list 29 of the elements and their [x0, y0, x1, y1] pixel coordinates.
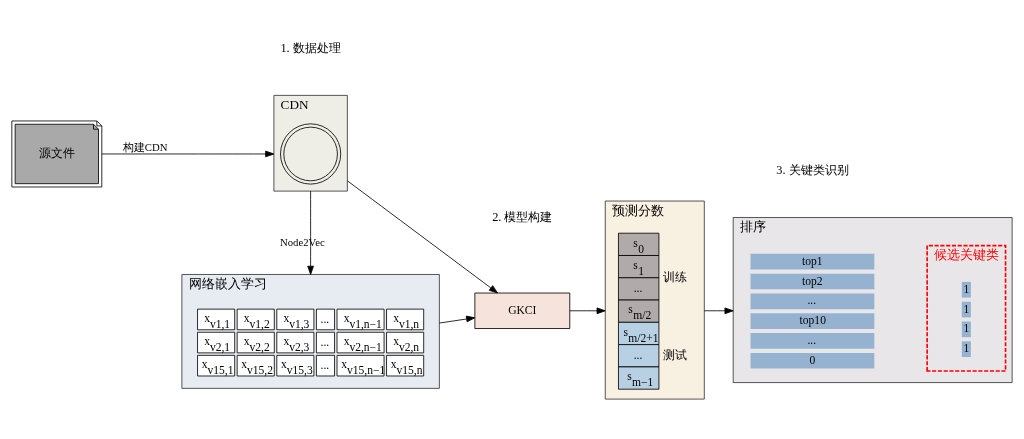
label: ... [320, 312, 330, 325]
label: 1 [963, 282, 970, 295]
arrow [569, 307, 606, 314]
label: 训练 [663, 270, 688, 283]
cluster: CDN [273, 94, 348, 192]
arrow [101, 150, 275, 157]
arrow [438, 315, 476, 323]
label: ... [633, 281, 643, 294]
arrow [307, 190, 314, 275]
label: top2 [802, 274, 823, 287]
label: 3. 关键类识别 [776, 162, 849, 177]
label: top1 [802, 254, 823, 267]
label: 2. 模型构建 [492, 209, 553, 224]
arrow [346, 179, 498, 293]
label: 1 [963, 321, 970, 334]
label: 1. 数据处理 [280, 40, 341, 55]
label: 1 [963, 341, 970, 354]
label: ... [320, 335, 330, 348]
label: 0 [809, 353, 816, 366]
node-box: GKCI [474, 292, 571, 329]
label: ... [320, 358, 330, 371]
label: ... [633, 348, 643, 361]
label: ... [807, 293, 817, 306]
label: ... [807, 333, 817, 346]
label: 1 [963, 302, 970, 315]
arrow [703, 307, 734, 314]
edge-label: 构建CDN [122, 140, 168, 153]
label: 测试 [663, 348, 688, 361]
label: top10 [799, 313, 826, 326]
